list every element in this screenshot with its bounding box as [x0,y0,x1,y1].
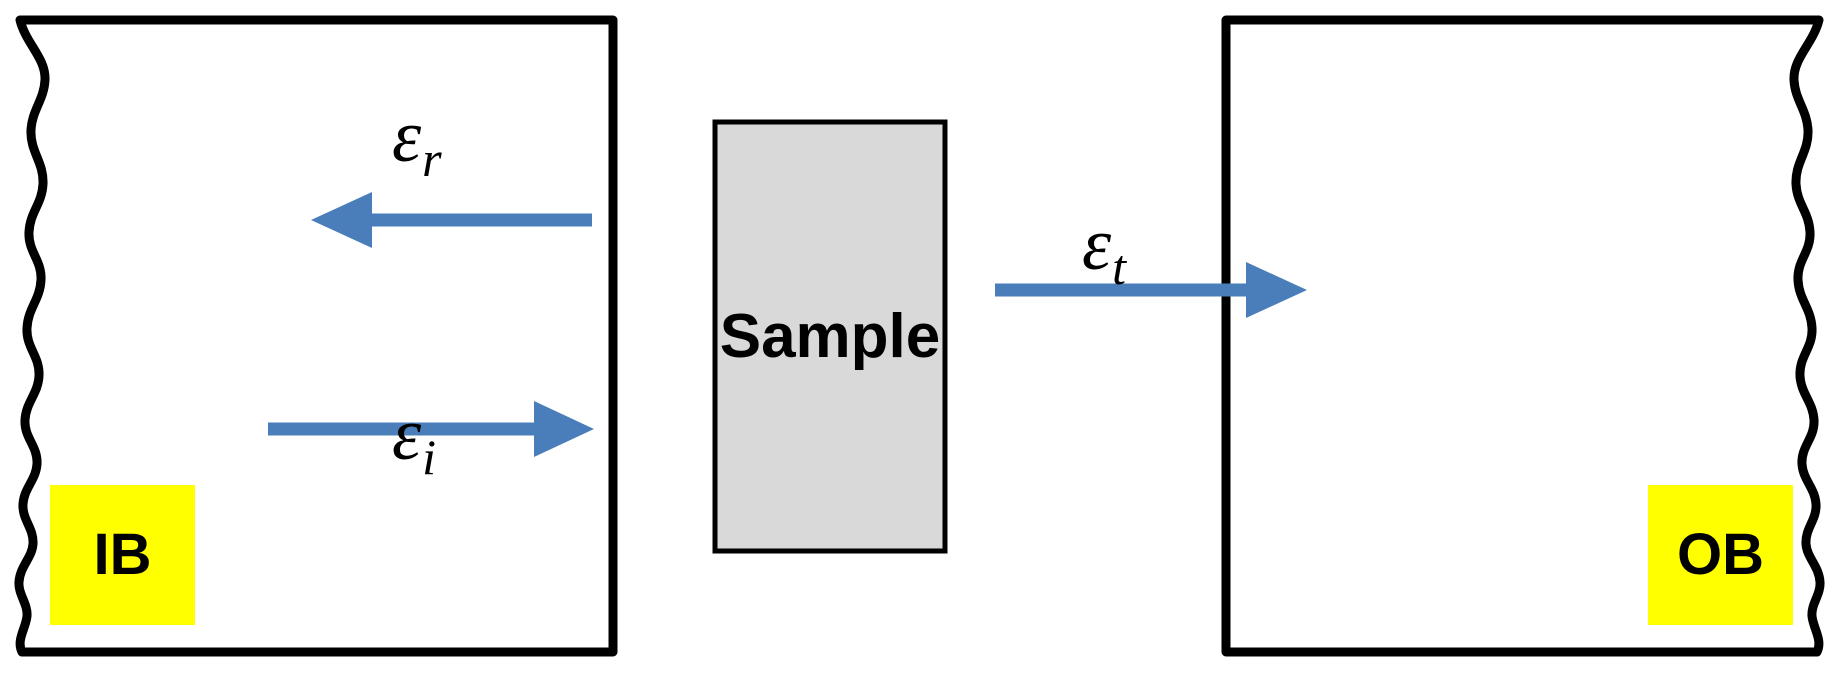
epsilon-subscript: r [422,131,442,187]
transmitted-wave-arrow [995,262,1307,318]
output-bar-label: OB [1648,485,1793,625]
sample-label: Sample [719,302,941,371]
epsilon-subscript: t [1112,239,1127,295]
epsilon-symbol: ε [1082,204,1112,286]
epsilon-subscript: i [422,429,437,485]
epsilon-transmitted-label: εt [1082,208,1126,292]
epsilon-symbol: ε [392,394,422,476]
epsilon-reflected-label: εr [392,100,442,184]
incident-bar-label: IB [50,485,195,625]
incident-wave-arrow [268,401,594,457]
epsilon-incident-label: εi [392,398,436,482]
sample-block [712,119,948,554]
reflected-wave-arrow [311,192,592,248]
epsilon-symbol: ε [392,96,422,178]
